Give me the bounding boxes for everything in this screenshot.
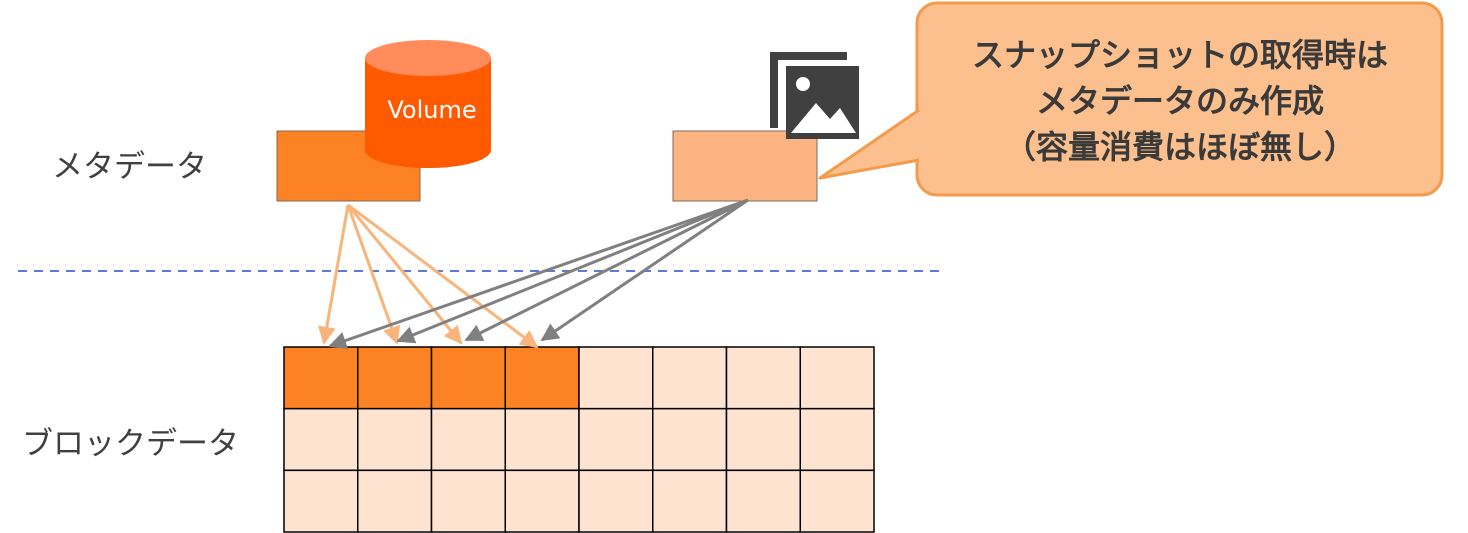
block-cell-empty — [357, 407, 433, 472]
block-cell-empty — [430, 469, 506, 533]
volume-arrow — [346, 204, 401, 345]
block-cell-empty — [652, 407, 728, 472]
volume-arrow — [346, 204, 463, 345]
block-cell-used — [504, 346, 580, 410]
snapshot-arrow — [540, 198, 749, 342]
block-data-label: ブロックデータ — [22, 426, 239, 462]
block-cell-empty — [725, 469, 801, 533]
volume-arrow — [317, 204, 350, 345]
block-cell-used — [357, 346, 433, 410]
block-cell-empty — [578, 407, 654, 472]
block-cell-empty — [357, 469, 433, 533]
callout-line-1: スナップショットの取得時は — [972, 36, 1388, 74]
block-cell-empty — [652, 346, 728, 410]
snapshot-arrow — [464, 198, 749, 342]
block-cell-empty — [430, 407, 506, 472]
block-cell-empty — [578, 346, 654, 410]
block-cell-empty — [799, 407, 875, 472]
snapshot-arrow — [328, 198, 749, 350]
volume-arrows — [317, 203, 539, 349]
block-cell-empty — [578, 469, 654, 533]
block-cell-empty — [725, 346, 801, 410]
block-cell-empty — [504, 469, 580, 533]
block-data-grid — [283, 346, 875, 533]
block-cell-empty — [283, 469, 359, 533]
volume-cylinder-icon: Volume — [365, 40, 491, 168]
block-cell-empty — [283, 407, 359, 472]
block-cell-empty — [652, 469, 728, 533]
block-cell-used — [283, 346, 359, 410]
volume-arrow — [347, 203, 539, 349]
snapshot-metadata-block — [672, 130, 818, 202]
snapshot-arrow — [396, 198, 749, 344]
block-cell-empty — [799, 469, 875, 533]
block-cell-used — [430, 346, 506, 410]
image-stack-icon — [770, 52, 859, 139]
snapshot-arrows — [328, 198, 749, 350]
block-cell-empty — [725, 407, 801, 472]
callout-line-2: メタデータのみ作成 — [1036, 82, 1324, 120]
metadata-label: メタデータ — [52, 149, 207, 185]
volume-label: Volume — [387, 96, 476, 124]
callout-bubble: スナップショットの取得時は メタデータのみ作成 （容量消費はほぼ無し） — [818, 1, 1444, 197]
callout-line-3: （容量消費はほぼ無し） — [1004, 128, 1356, 166]
block-cell-empty — [799, 346, 875, 410]
block-cell-empty — [504, 407, 580, 472]
